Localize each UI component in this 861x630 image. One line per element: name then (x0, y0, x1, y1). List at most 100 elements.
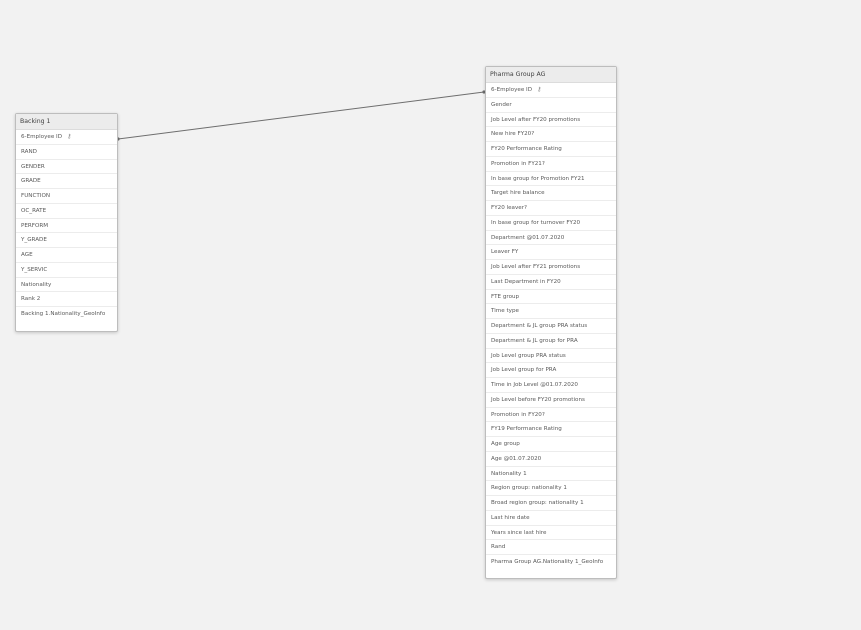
field-label: FY20 Performance Rating (491, 146, 562, 152)
field-label: Years since last hire (491, 529, 547, 536)
field-label: RAND (21, 148, 37, 155)
field-label: Job Level group for PRA (491, 367, 557, 374)
table-title[interactable]: Pharma Group AG (486, 67, 616, 83)
field-label: Time in Job Level @01.07.2020 (491, 382, 578, 388)
field-label: Y_SERVIC (21, 266, 48, 273)
field-label: Gender (491, 101, 512, 108)
field-label: PERFORM (21, 222, 49, 229)
field-row[interactable]: Time type (486, 304, 616, 319)
field-label: Department & JL group PRA status (491, 323, 588, 329)
field-label: Last Department in FY20 (491, 278, 561, 285)
field-row[interactable]: Promotion in FY21? (486, 157, 616, 172)
field-row[interactable]: Time in Job Level @01.07.2020 (486, 378, 616, 393)
key-icon: ⚷ (537, 86, 542, 93)
field-label: Y_GRADE (21, 237, 47, 244)
field-row[interactable]: In base group for turnover FY20 (486, 216, 616, 231)
field-label: Promotion in FY21? (491, 160, 545, 167)
table-card-backing-1[interactable]: Backing 1 6-Employee ID ⚷ RAND GENDER GRADE F… (15, 113, 118, 332)
field-label: 6-Employee ID (491, 87, 533, 93)
field-row[interactable]: Promotion in FY20? (486, 408, 616, 423)
field-row[interactable]: Leaver FY (486, 245, 616, 260)
field-label: Backing 1.Nationality_GeoInfo (21, 311, 106, 317)
field-row[interactable]: Rand (486, 540, 616, 555)
field-label: Job Level group PRA status (491, 352, 566, 359)
field-label: Nationality 1 (491, 470, 527, 477)
field-label: FTE group (491, 293, 520, 300)
field-label: In base group for Promotion FY21 (491, 175, 585, 182)
key-icon: ⚷ (67, 133, 72, 140)
field-row[interactable]: Region group: nationality 1 (486, 481, 616, 496)
field-row[interactable]: Age group (486, 437, 616, 452)
field-label: OC_RATE (21, 207, 47, 214)
field-row[interactable]: Job Level after FY21 promotions (486, 260, 616, 275)
key-field-row[interactable]: 6-Employee ID ⚷ (486, 83, 616, 98)
table-title[interactable]: Backing 1 (16, 114, 117, 130)
field-label: GENDER (21, 163, 45, 170)
field-row[interactable]: In base group for Promotion FY21 (486, 172, 616, 187)
field-label: Region group: nationality 1 (491, 485, 567, 492)
field-row[interactable]: Department & JL group for PRA (486, 334, 616, 349)
field-label: In base group for turnover FY20 (491, 219, 581, 226)
field-label: Pharma Group AG.Nationality 1_GeoInfo (491, 559, 604, 565)
field-row[interactable]: RAND (16, 145, 117, 160)
field-row[interactable]: Nationality (16, 278, 117, 293)
field-row[interactable]: Job Level before FY20 promotions (486, 393, 616, 408)
field-row[interactable]: FY20 leaver? (486, 201, 616, 216)
field-row[interactable]: Job Level after FY20 promotions (486, 113, 616, 128)
field-label: FUNCTION (21, 193, 51, 199)
field-label: Rank 2 (21, 296, 41, 303)
field-label: Rand (491, 544, 506, 551)
field-row[interactable]: Department @01.07.2020 (486, 231, 616, 246)
field-row[interactable]: New hire FY20? (486, 127, 616, 142)
field-row[interactable]: Broad region group: nationality 1 (486, 496, 616, 511)
field-label: AGE (21, 252, 33, 258)
key-field-row[interactable]: 6-Employee ID ⚷ (16, 130, 117, 145)
field-label: New hire FY20? (491, 131, 535, 138)
field-row[interactable]: Age @01.07.2020 (486, 452, 616, 467)
field-row[interactable]: Last Department in FY20 (486, 275, 616, 290)
field-row[interactable]: Y_GRADE (16, 233, 117, 248)
field-row[interactable]: Job Level group for PRA (486, 363, 616, 378)
field-row[interactable]: FY19 Performance Rating (486, 422, 616, 437)
field-label: Age @01.07.2020 (491, 455, 542, 462)
field-label: 6-Employee ID (21, 134, 63, 140)
field-label: Leaver FY (491, 249, 519, 256)
field-label: FY19 Performance Rating (491, 426, 562, 433)
field-row[interactable]: Gender (486, 98, 616, 113)
field-row[interactable]: GENDER (16, 160, 117, 175)
field-label: Time type (491, 308, 519, 315)
field-row[interactable]: Department & JL group PRA status (486, 319, 616, 334)
field-row[interactable]: GRADE (16, 174, 117, 189)
field-row[interactable]: PERFORM (16, 219, 117, 234)
field-row[interactable]: FY20 Performance Rating (486, 142, 616, 157)
field-row[interactable]: Target hire balance (486, 186, 616, 201)
field-label: Department & JL group for PRA (491, 337, 578, 344)
field-row[interactable]: Pharma Group AG.Nationality 1_GeoInfo (486, 555, 616, 570)
field-row[interactable]: FTE group (486, 290, 616, 305)
field-row[interactable]: OC_RATE (16, 204, 117, 219)
field-row[interactable]: Y_SERVIC (16, 263, 117, 278)
field-label: Job Level before FY20 promotions (491, 396, 585, 403)
field-label: GRADE (21, 178, 41, 185)
field-list: 6-Employee ID ⚷ RAND GENDER GRADE FUNCTION OC_… (16, 130, 117, 322)
field-row[interactable]: Rank 2 (16, 292, 117, 307)
field-row[interactable]: Last hire date (486, 511, 616, 526)
field-label: Job Level after FY21 promotions (491, 264, 581, 270)
field-row[interactable]: Backing 1.Nationality_GeoInfo (16, 307, 117, 322)
field-label: Age group (491, 441, 520, 447)
field-label: Department @01.07.2020 (491, 234, 565, 241)
field-label: FY20 leaver? (491, 205, 527, 211)
field-row[interactable]: Nationality 1 (486, 467, 616, 482)
field-row[interactable]: FUNCTION (16, 189, 117, 204)
field-label: Last hire date (491, 514, 530, 521)
field-label: Target hire balance (491, 190, 545, 197)
field-label: Broad region group: nationality 1 (491, 500, 584, 506)
field-row[interactable]: AGE (16, 248, 117, 263)
field-label: Nationality (21, 281, 52, 288)
field-row[interactable]: Years since last hire (486, 526, 616, 541)
field-row[interactable]: Job Level group PRA status (486, 349, 616, 364)
field-label: Promotion in FY20? (491, 411, 545, 418)
